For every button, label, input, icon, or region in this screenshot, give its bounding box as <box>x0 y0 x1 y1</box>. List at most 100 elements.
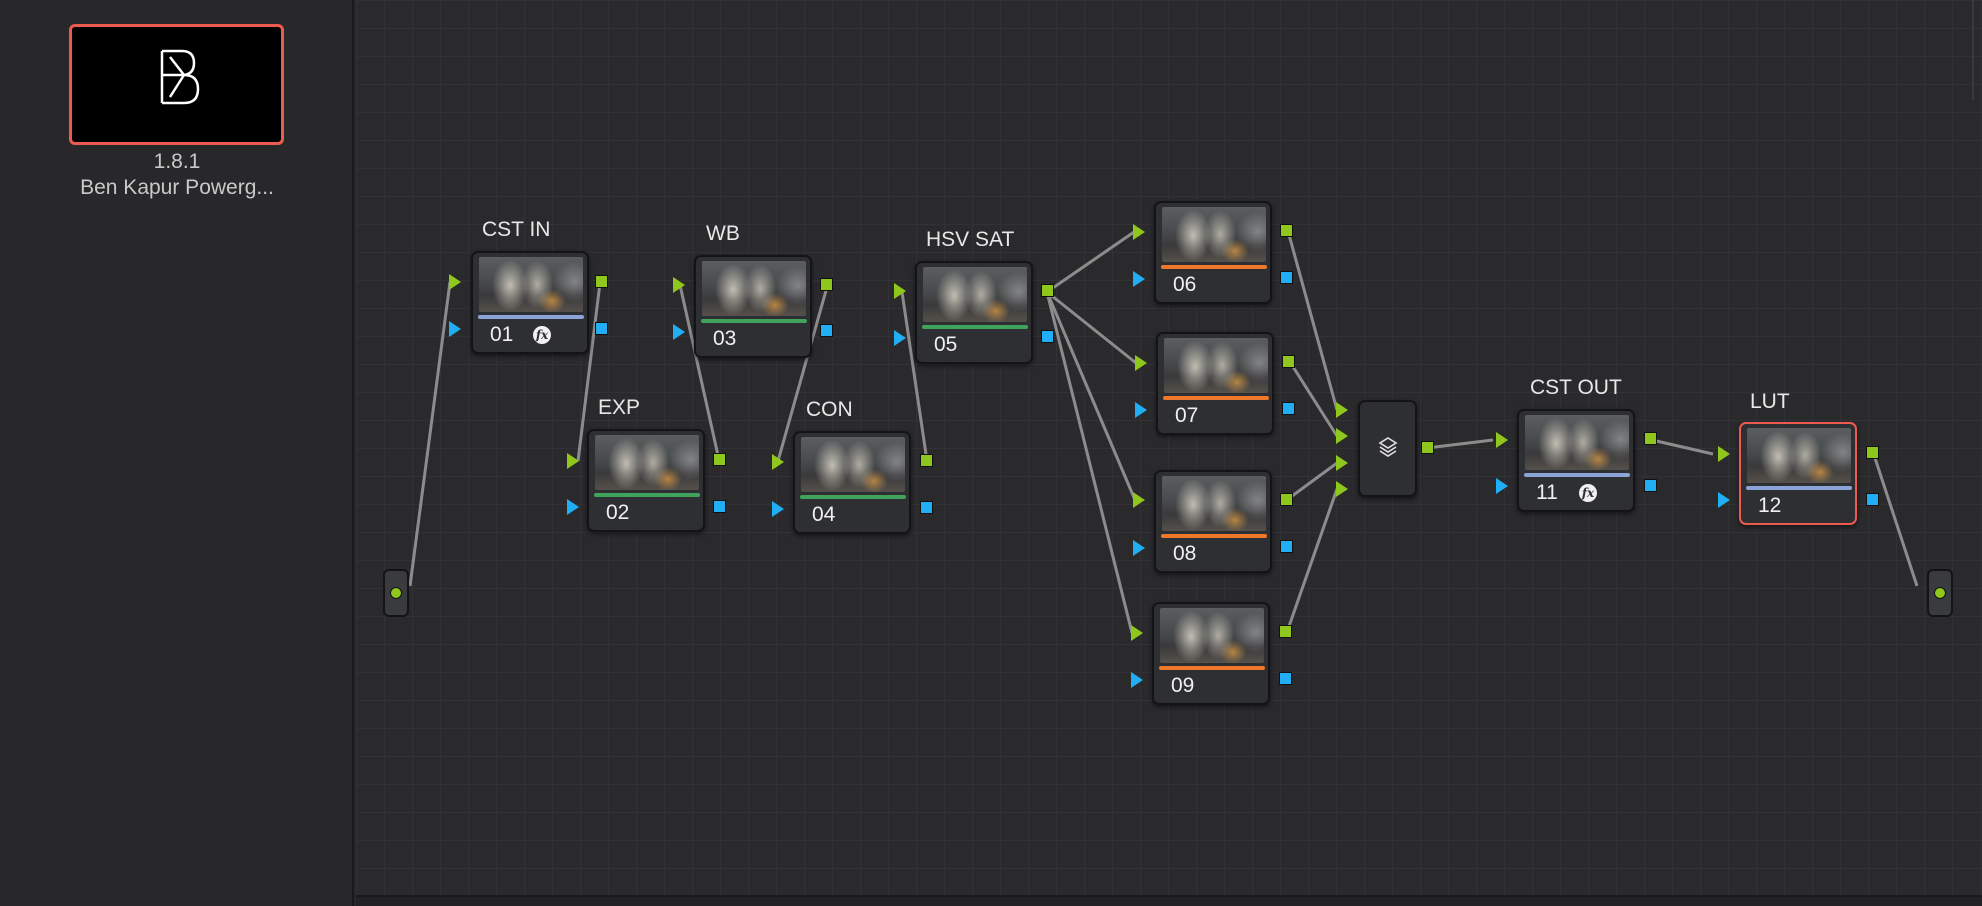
layers-icon <box>1378 437 1398 457</box>
still-title: Ben Kapur Powerg... <box>80 176 274 199</box>
node-12-alpha-output[interactable] <box>1866 493 1879 506</box>
node-status-bar <box>1161 265 1267 269</box>
node-09-rgb-input[interactable] <box>1131 625 1143 641</box>
node-02-rgb-input[interactable] <box>567 453 579 469</box>
node-06-alpha-output[interactable] <box>1280 271 1293 284</box>
node-status-bar <box>1159 666 1265 670</box>
node-status-bar <box>478 315 584 319</box>
node-03-alpha-output[interactable] <box>820 324 833 337</box>
node-thumbnail <box>801 437 905 492</box>
node-12-rgb-input[interactable] <box>1718 446 1730 462</box>
fx-icon: fx <box>533 326 551 344</box>
node-02-rgb-output[interactable] <box>713 453 726 466</box>
node-04-rgb-input[interactable] <box>772 454 784 470</box>
source-node[interactable] <box>383 569 409 617</box>
node-number: 06 <box>1173 273 1197 296</box>
node-12[interactable]: 12 <box>1739 422 1857 525</box>
node-01-label: CST IN <box>482 218 551 241</box>
node-07[interactable]: 07 <box>1156 332 1274 435</box>
node-12-alpha-input[interactable] <box>1718 492 1730 508</box>
gallery-panel: 1.8.1 Ben Kapur Powerg... <box>0 0 354 906</box>
node-editor-scrollbar[interactable] <box>356 895 1982 906</box>
node-06-rgb-output[interactable] <box>1280 224 1293 237</box>
node-05-rgb-output[interactable] <box>1041 284 1054 297</box>
node-04-alpha-output[interactable] <box>920 501 933 514</box>
node-06[interactable]: 06 <box>1154 201 1272 304</box>
node-05-alpha-output[interactable] <box>1041 330 1054 343</box>
still-thumbnail[interactable] <box>69 24 284 145</box>
node-12-rgb-output[interactable] <box>1866 446 1879 459</box>
node-01-rgb-output[interactable] <box>595 275 608 288</box>
node-status-bar <box>1161 534 1267 538</box>
node-11-label: CST OUT <box>1530 376 1622 399</box>
output-node[interactable] <box>1927 569 1953 617</box>
node-07-rgb-output[interactable] <box>1282 355 1295 368</box>
node-03[interactable]: 03 <box>694 255 812 358</box>
node-05[interactable]: 05 <box>915 261 1033 364</box>
source-output-port[interactable] <box>390 587 402 599</box>
node-05-rgb-input[interactable] <box>894 283 906 299</box>
node-08-alpha-output[interactable] <box>1280 540 1293 553</box>
node-07-rgb-input[interactable] <box>1135 355 1147 371</box>
node-04-rgb-output[interactable] <box>920 454 933 467</box>
node-09-alpha-output[interactable] <box>1279 672 1292 685</box>
node-02[interactable]: 02 <box>587 429 705 532</box>
node-number: 03 <box>713 327 737 350</box>
node-thumbnail <box>1525 415 1629 470</box>
node-06-rgb-input[interactable] <box>1133 224 1145 240</box>
node-02-alpha-input[interactable] <box>567 499 579 515</box>
layer-mixer-node[interactable] <box>1358 400 1417 497</box>
node-04-alpha-input[interactable] <box>772 501 784 517</box>
node-11[interactable]: 11 fx <box>1517 409 1635 512</box>
node-11-alpha-output[interactable] <box>1644 479 1657 492</box>
node-status-bar <box>800 495 906 499</box>
node-number: 04 <box>812 503 836 526</box>
node-number: 11 <box>1536 481 1558 504</box>
node-thumbnail <box>923 267 1027 322</box>
node-11-rgb-input[interactable] <box>1496 432 1508 448</box>
node-thumbnail <box>1162 476 1266 531</box>
output-input-port[interactable] <box>1934 587 1946 599</box>
node-status-bar <box>1163 396 1269 400</box>
node-09[interactable]: 09 <box>1152 602 1270 705</box>
node-11-alpha-input[interactable] <box>1496 478 1508 494</box>
node-08-alpha-input[interactable] <box>1133 540 1145 556</box>
node-01-alpha-output[interactable] <box>595 322 608 335</box>
node-01-alpha-input[interactable] <box>449 321 461 337</box>
node-09-alpha-input[interactable] <box>1131 672 1143 688</box>
node-09-rgb-output[interactable] <box>1279 625 1292 638</box>
node-03-rgb-output[interactable] <box>820 278 833 291</box>
node-thumbnail <box>702 261 806 316</box>
node-11-rgb-output[interactable] <box>1644 432 1657 445</box>
node-04-label: CON <box>806 398 853 421</box>
node-02-label: EXP <box>598 396 641 419</box>
node-07-alpha-output[interactable] <box>1282 402 1295 415</box>
node-05-alpha-input[interactable] <box>894 330 906 346</box>
node-status-bar <box>1746 486 1852 490</box>
node-07-alpha-input[interactable] <box>1135 402 1147 418</box>
node-thumbnail <box>1162 207 1266 262</box>
node-02-alpha-output[interactable] <box>713 500 726 513</box>
node-03-label: WB <box>706 222 740 245</box>
node-08-rgb-output[interactable] <box>1280 493 1293 506</box>
node-thumbnail <box>595 435 699 490</box>
node-03-alpha-input[interactable] <box>673 324 685 340</box>
editor-divider <box>1972 0 1974 100</box>
node-01-rgb-input[interactable] <box>449 274 461 290</box>
node-01[interactable]: 01 fx <box>471 251 589 354</box>
node-04[interactable]: 04 <box>793 431 911 534</box>
layer-mixer-input-2[interactable] <box>1336 428 1348 444</box>
still-version: 1.8.1 <box>153 150 201 173</box>
layer-mixer-input-4[interactable] <box>1336 481 1348 497</box>
node-03-rgb-input[interactable] <box>673 277 685 293</box>
node-08[interactable]: 08 <box>1154 470 1272 573</box>
node-thumbnail <box>1164 338 1268 393</box>
layer-mixer-input-3[interactable] <box>1336 455 1348 471</box>
node-number: 08 <box>1173 542 1197 565</box>
node-status-bar <box>594 493 700 497</box>
node-06-alpha-input[interactable] <box>1133 271 1145 287</box>
node-05-label: HSV SAT <box>926 228 1015 251</box>
layer-mixer-output[interactable] <box>1421 441 1434 454</box>
layer-mixer-input-1[interactable] <box>1336 402 1348 418</box>
node-08-rgb-input[interactable] <box>1133 492 1145 508</box>
